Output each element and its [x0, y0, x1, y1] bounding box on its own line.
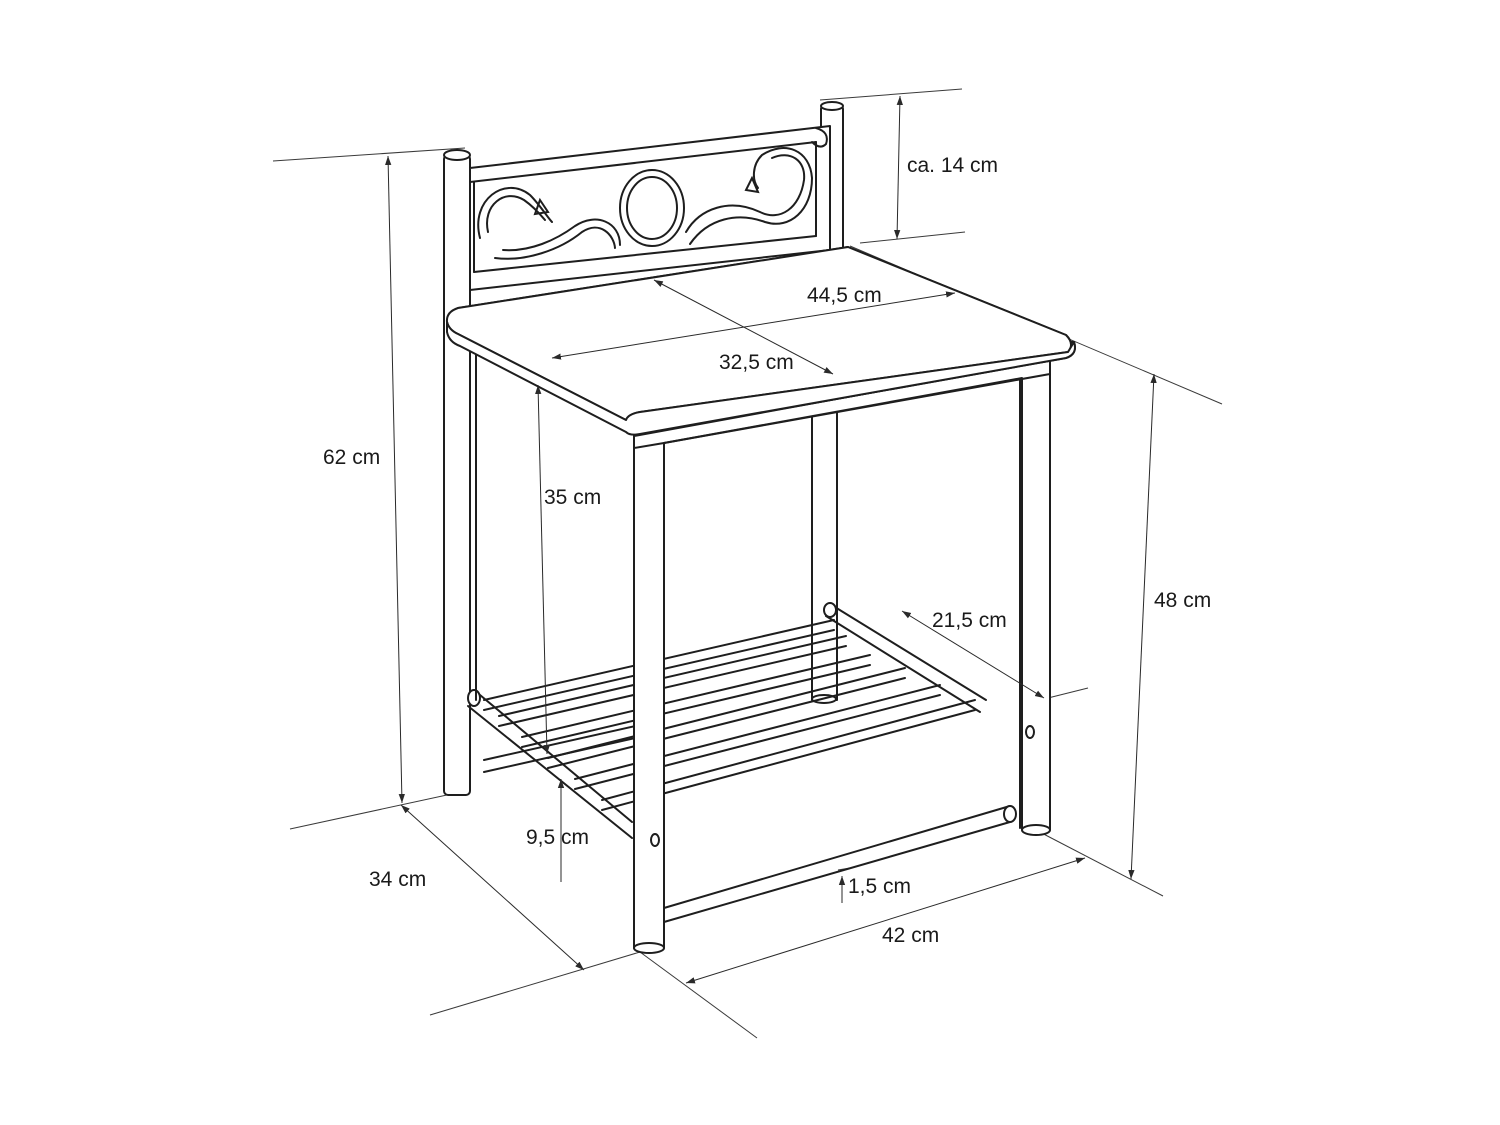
dimline-shelf-depth [901, 610, 1045, 699]
label-top-width: 44,5 cm [807, 284, 882, 307]
label-table-height: 48 cm [1154, 589, 1211, 612]
dimline-shelf-clearance [535, 384, 550, 755]
back-left-post [443, 154, 471, 796]
front-left-leg [633, 435, 665, 949]
label-top-depth: 32,5 cm [719, 351, 794, 374]
dimline-base-width [685, 857, 1086, 984]
bottom-shelf [467, 602, 1017, 923]
back-right-leg [811, 411, 838, 701]
dimension-labels: ca. 14 cm 44,5 cm 32,5 cm 62 cm 35 cm 48… [323, 154, 1211, 947]
label-side-depth: 34 cm [369, 868, 426, 891]
dimline-side-depth [400, 804, 585, 971]
label-shelf-height: 9,5 cm [526, 826, 589, 849]
dimline-headboard-height [894, 95, 903, 240]
label-total-height: 62 cm [323, 446, 380, 469]
label-tube-diameter: 1,5 cm [848, 875, 911, 898]
apron [475, 344, 1051, 701]
label-shelf-clearance: 35 cm [544, 486, 601, 509]
dimline-total-height [385, 155, 405, 804]
label-shelf-depth: 21,5 cm [932, 609, 1007, 632]
front-right-leg [1021, 359, 1051, 831]
headboard [469, 125, 831, 291]
headboard-scroll-decoration [477, 147, 814, 260]
dimline-table-height [1128, 373, 1157, 880]
dimension-lines [385, 95, 1157, 984]
label-headboard-height: ca. 14 cm [907, 154, 998, 177]
label-base-width: 42 cm [882, 924, 939, 947]
dimline-top-depth [653, 279, 834, 375]
